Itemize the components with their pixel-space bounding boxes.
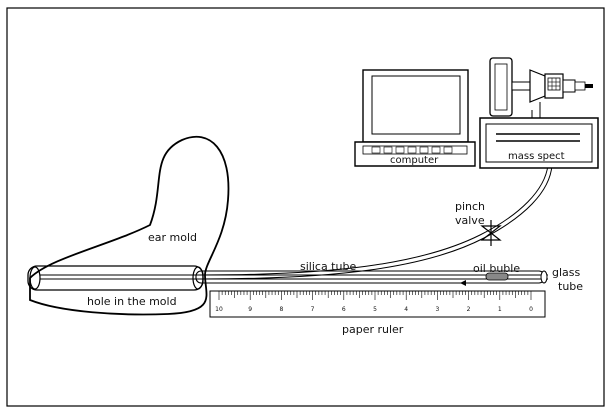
ruler-tick-label: 5 xyxy=(373,306,377,313)
silica-tube-curve-inner xyxy=(199,164,553,280)
paper-ruler-label: paper ruler xyxy=(342,323,404,336)
glass-tube-label-line2: tube xyxy=(558,280,583,293)
ruler-ticks xyxy=(218,291,532,300)
ruler-tick-label: 7 xyxy=(311,306,315,313)
ruler-tick-label: 4 xyxy=(404,306,408,313)
silica-tube-curve-outer xyxy=(199,164,549,276)
ruler-tick-label: 0 xyxy=(529,306,533,313)
diagram-frame xyxy=(6,7,605,407)
hole-opening-left xyxy=(29,266,41,290)
silica-tube-label: silica tube xyxy=(300,260,356,273)
computer-icon xyxy=(354,69,476,167)
hole-in-mold-shape xyxy=(27,265,204,291)
ruler-tick-label: 3 xyxy=(435,306,439,313)
ruler-tick-label: 1 xyxy=(498,306,502,313)
hole-opening-right xyxy=(192,266,204,290)
pinch-valve-icon xyxy=(480,220,502,246)
ear-mold-label: ear mold xyxy=(148,231,197,244)
oil-bubble-arrowhead xyxy=(460,280,466,286)
ear-mold-shape xyxy=(29,135,230,316)
mass-spect-label: mass spect xyxy=(508,151,565,162)
glass-tube-end xyxy=(540,270,548,284)
ruler-tick-label: 8 xyxy=(279,306,283,313)
hole-in-mold-label: hole in the mold xyxy=(87,295,177,308)
mass-spect-icon xyxy=(479,57,599,169)
pinch-valve-label-line1: pinch xyxy=(455,200,485,213)
pinch-valve-label-line2: valve xyxy=(455,214,485,227)
ruler-tick-label: 2 xyxy=(467,306,471,313)
ruler-tick-label: 9 xyxy=(248,306,252,313)
oil-bubble-shape xyxy=(485,272,509,281)
glass-tube-label-line1: glass xyxy=(552,266,581,279)
ruler-tick-label: 6 xyxy=(342,306,346,313)
ruler-tick-label: 10 xyxy=(215,306,223,313)
oil-bubble-label: oil buble xyxy=(473,262,520,275)
computer-label: computer xyxy=(390,155,439,166)
paper-ruler-shape xyxy=(209,290,546,318)
